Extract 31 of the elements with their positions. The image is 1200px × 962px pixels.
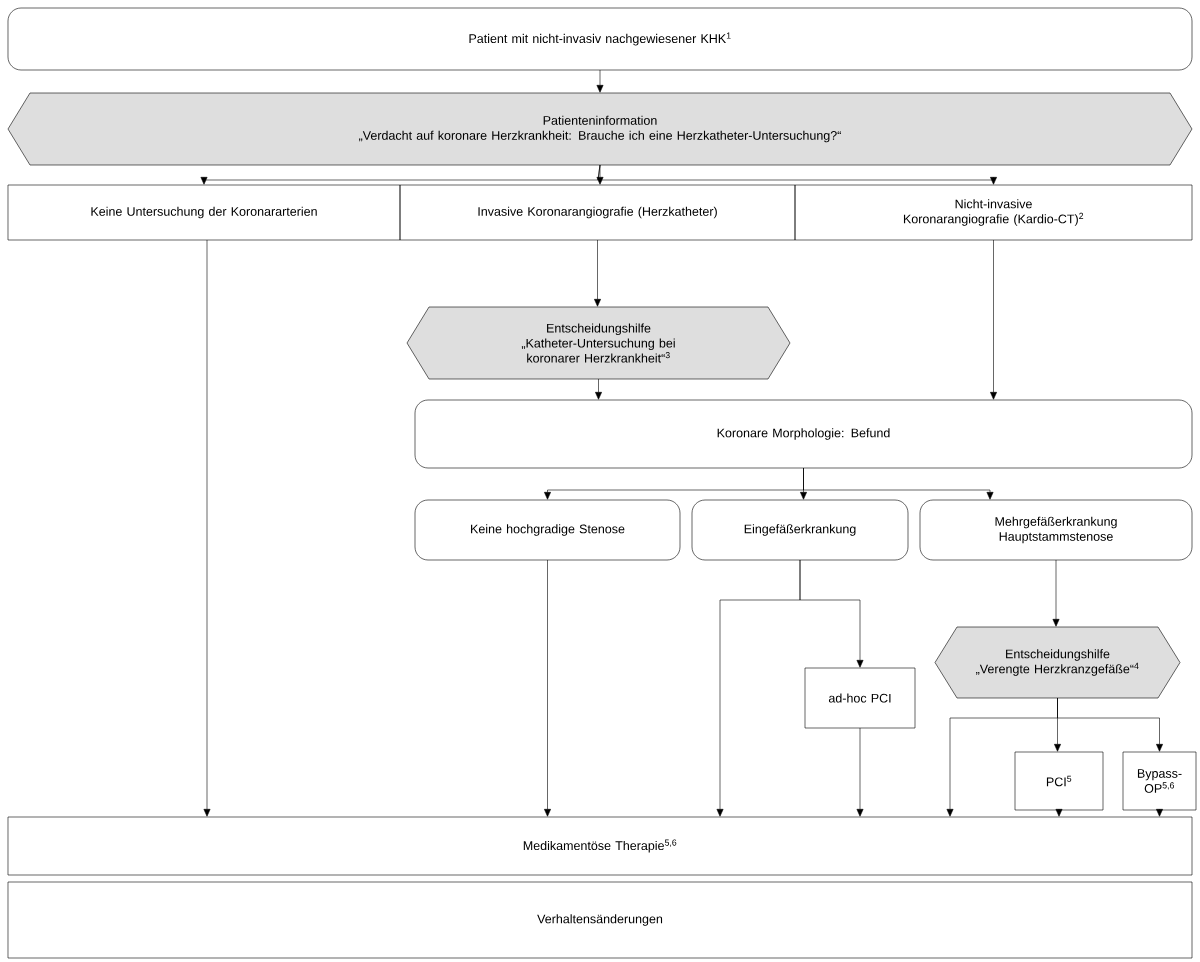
- arrow: [856, 727, 864, 817]
- hexagon-box: Patienteninformation „Verdacht auf koronare Herzkrankheit: Brauche ich eine Herzkatheter-Untersuchung?“: [7, 92, 1193, 166]
- process-box: Verhaltensänderungen: [7, 881, 1193, 959]
- hexagon-box: Entscheidungshilfe „Katheter-Untersuchung bei koronarer Herzkrankheit“$^{3}$: [406, 306, 791, 380]
- process-box: Nicht-invasive Koronarangiografie (Kardio-CT)$^{2}$: [794, 184, 1193, 241]
- rounded-box: Keine hochgradige Stenose: [414, 499, 681, 561]
- arrow: [1052, 559, 1060, 627]
- arrow: [990, 239, 997, 400]
- arrow: [1156, 808, 1163, 817]
- arrow: [803, 467, 994, 500]
- process-box: Medikamentöse Therapie$^{5,6}$: [7, 816, 1193, 876]
- rounded-box: Koronare Morphologie: Befund: [414, 399, 1193, 469]
- arrow: [1055, 808, 1063, 817]
- rounded-box: Patient mit nicht-invasiv nachgewiesener KHK$^{1}$: [7, 7, 1193, 71]
- arrow: [596, 164, 604, 185]
- rounded-box: Eingefäßerkrankung: [691, 499, 909, 561]
- process-box: ad-hoc PCI: [804, 667, 916, 729]
- arrow: [203, 239, 211, 817]
- arrow: [594, 239, 601, 307]
- arrow: [544, 559, 551, 817]
- process-box: Bypass-OP$^{5,6}$: [1122, 751, 1197, 811]
- arrow: [597, 164, 997, 185]
- hexagon-box: Entscheidungshilfe „Verengte Herzkranzgefäße“$^{4}$: [934, 626, 1181, 699]
- arrow: [595, 378, 602, 400]
- arrow: [1057, 697, 1163, 752]
- process-box: Invasive Koronarangiografie (Herzkatheter): [399, 184, 796, 241]
- process-box: PCI$^{5}$: [1014, 751, 1104, 811]
- process-box: Keine Untersuchung der Koronararterien: [7, 184, 401, 241]
- arrow: [799, 559, 864, 668]
- arrow: [596, 69, 604, 93]
- rounded-box: Mehrgefäßerkrankung Hauptstammstenose: [919, 499, 1193, 561]
